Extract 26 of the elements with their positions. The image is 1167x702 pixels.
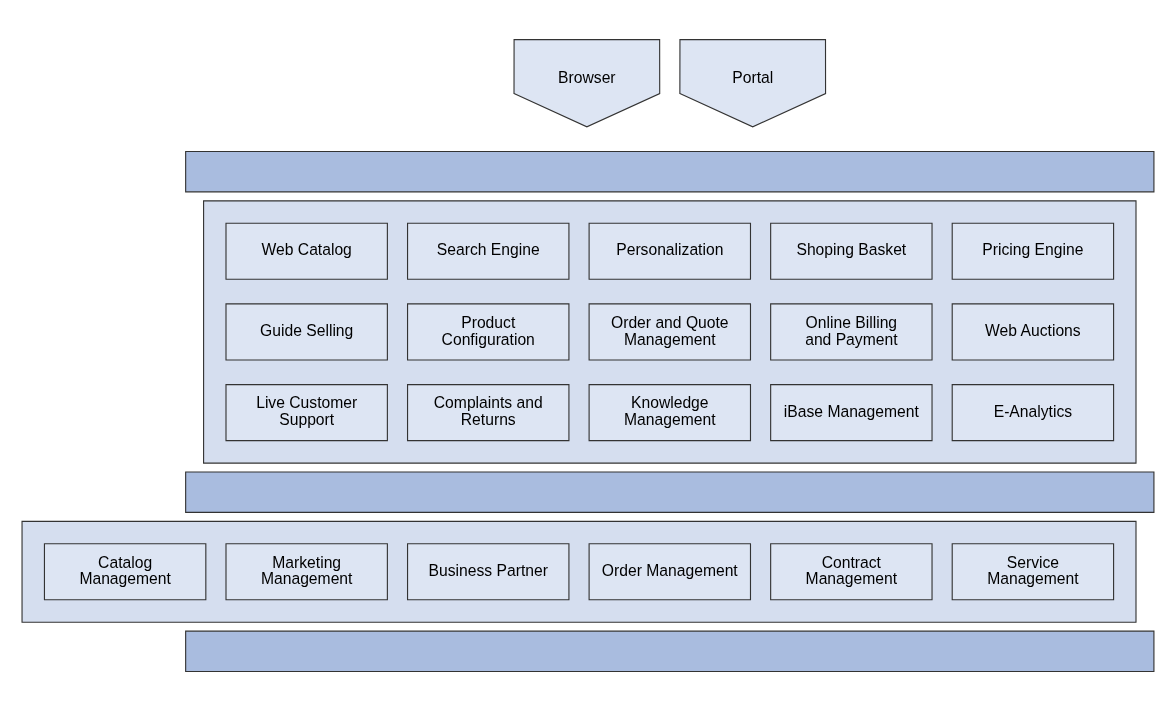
node-box: Personalization xyxy=(588,222,752,280)
node-box: Contract Management xyxy=(770,543,933,601)
node-box: Live Customer Support xyxy=(225,384,388,442)
node-box: Order and Quote Management xyxy=(588,303,752,361)
node-box: Guide Selling xyxy=(225,303,388,361)
node-box: Catalog Management xyxy=(43,543,207,601)
node-box: Product Configuration xyxy=(407,303,570,361)
node-box: Complaints and Returns xyxy=(407,384,570,442)
node-box: E-Analytics xyxy=(951,384,1115,442)
node-bar xyxy=(185,471,1155,513)
node-box: Knowledge Management xyxy=(588,384,752,442)
node-box: Online Billing and Payment xyxy=(770,303,933,361)
node-box: Web Catalog xyxy=(225,222,388,280)
node-box: Marketing Management xyxy=(225,543,388,601)
node-bar xyxy=(185,630,1155,673)
node-box: Search Engine xyxy=(407,222,570,280)
node-bar xyxy=(185,150,1155,193)
node-box: Order Management xyxy=(588,543,752,601)
cluster xyxy=(203,200,1137,464)
node-box: iBase Management xyxy=(770,384,933,442)
cluster xyxy=(21,520,1137,623)
node-box: Service Management xyxy=(951,543,1115,601)
node-box: Web Auctions xyxy=(951,303,1115,361)
node-box: Business Partner xyxy=(407,543,570,601)
node-box: Shoping Basket xyxy=(770,222,933,280)
node-box: Pricing Engine xyxy=(951,222,1115,280)
